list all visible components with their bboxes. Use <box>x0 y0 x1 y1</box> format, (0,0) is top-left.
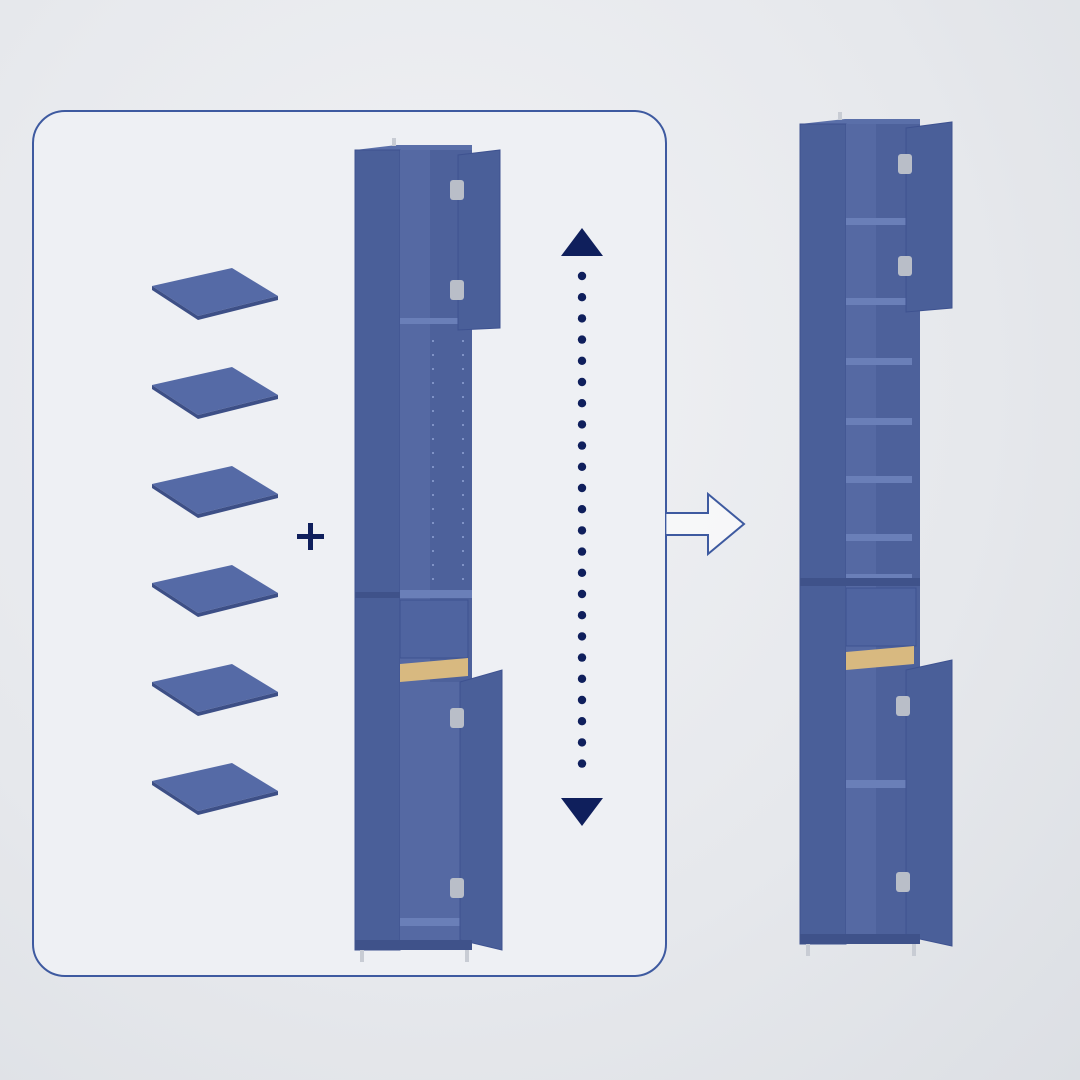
arrow-dot <box>577 738 587 747</box>
pin-hole <box>432 466 434 468</box>
hinge <box>450 878 464 898</box>
pin-hole <box>462 368 464 370</box>
pin-hole <box>432 578 434 580</box>
pin-hole <box>462 354 464 356</box>
pin-hole <box>432 396 434 398</box>
right-arrow-outline-icon <box>666 491 746 557</box>
pin-hole <box>462 494 464 496</box>
loose-shelf <box>152 466 278 518</box>
arrow-dot <box>577 377 587 387</box>
installed-shelves <box>846 218 912 581</box>
pin-hole <box>462 438 464 440</box>
installed-shelf <box>846 298 912 305</box>
drawer <box>845 587 917 647</box>
pin-hole <box>462 410 464 412</box>
drawer-wood-edge <box>400 658 468 682</box>
arrow-dot <box>577 505 587 514</box>
pin-hole <box>432 354 434 356</box>
installed-shelf <box>846 218 912 225</box>
arrow-dot <box>577 653 587 662</box>
loose-shelf <box>152 664 278 716</box>
arrow-dot <box>577 293 587 302</box>
pin-hole <box>462 382 464 384</box>
shelf-pin-holes <box>432 340 464 580</box>
arrow-dot <box>577 356 587 365</box>
pin-hole <box>432 536 434 538</box>
pin-hole <box>462 564 464 566</box>
hinge <box>898 256 912 276</box>
pin-hole <box>462 522 464 524</box>
double-headed-vertical-arrow-icon <box>561 228 603 826</box>
pin-hole <box>462 550 464 552</box>
pin-hole <box>432 494 434 496</box>
pin-hole <box>432 382 434 384</box>
arrow-dot <box>577 589 587 599</box>
hinge <box>450 280 464 300</box>
pin-hole <box>462 396 464 398</box>
arrow-dot <box>577 399 587 408</box>
arrow-dot <box>577 314 587 323</box>
pin-hole <box>462 452 464 454</box>
pin-hole <box>432 564 434 566</box>
arrow-dot <box>577 695 587 705</box>
pin-hole <box>462 466 464 468</box>
loose-shelves <box>152 268 278 815</box>
arrow-dot <box>577 759 587 768</box>
arrow-dot <box>577 462 587 471</box>
cabinet-without-shelves <box>354 138 503 962</box>
arrow-dot <box>577 611 587 620</box>
arrow-dot <box>577 335 587 344</box>
arrow-dot <box>577 568 587 577</box>
hinge <box>450 708 464 728</box>
drawer <box>399 599 469 659</box>
arrow-dot <box>577 547 587 556</box>
pin-hole <box>462 536 464 538</box>
installed-shelf <box>846 574 912 581</box>
comparison-panel <box>32 110 667 977</box>
arrow-dot <box>577 526 587 535</box>
loose-shelf <box>152 367 278 419</box>
arrow-dot <box>577 674 587 683</box>
pin-hole <box>432 480 434 482</box>
hinge <box>896 872 910 892</box>
pin-hole <box>462 340 464 342</box>
pin-hole <box>462 424 464 426</box>
pin-hole <box>432 424 434 426</box>
loose-shelf <box>152 763 278 815</box>
hinge <box>896 696 910 716</box>
pin-hole <box>432 452 434 454</box>
arrow-dot <box>577 420 587 429</box>
hinge <box>450 180 464 200</box>
plus-icon <box>297 523 324 550</box>
pin-hole <box>432 508 434 510</box>
arrow-dot <box>577 483 587 493</box>
installed-shelf <box>846 418 912 425</box>
installed-shelf <box>846 476 912 483</box>
pin-hole <box>432 438 434 440</box>
pin-hole <box>432 550 434 552</box>
pin-hole <box>462 480 464 482</box>
pin-hole <box>432 522 434 524</box>
pin-hole <box>462 508 464 510</box>
arrow-dot <box>577 271 587 281</box>
installed-shelf <box>846 534 912 541</box>
pin-hole <box>432 368 434 370</box>
installed-shelf <box>846 358 912 365</box>
pin-hole <box>432 410 434 412</box>
cabinet-with-shelves-installed <box>799 112 953 956</box>
arrow-dot <box>577 441 587 450</box>
loose-shelf <box>152 565 278 617</box>
arrow-dot <box>577 632 587 641</box>
loose-shelf <box>152 268 278 320</box>
drawer-wood-edge <box>846 646 914 670</box>
pin-hole <box>462 578 464 580</box>
hinge <box>898 154 912 174</box>
arrow-dot <box>577 717 587 726</box>
pin-hole <box>432 340 434 342</box>
